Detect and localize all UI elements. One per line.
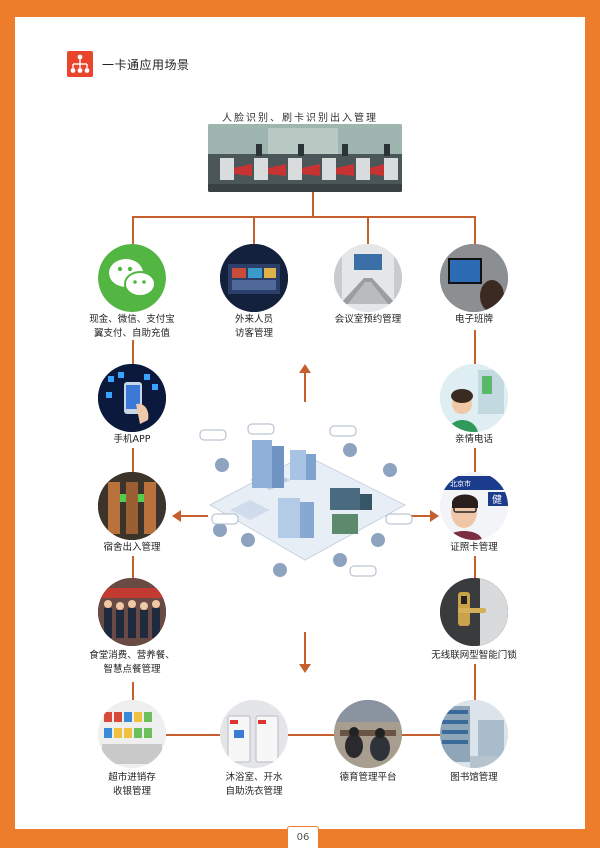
connector [474,664,476,702]
family-phone-photo [440,364,508,432]
arrow-down-line [304,632,306,666]
meeting-room-photo [334,244,402,312]
wechat-label-1: 现金、微信、支付宝 [89,314,175,325]
connector [132,448,134,474]
org-chart-icon [67,51,93,77]
arrow-right-icon [430,510,439,522]
gate-photo [208,124,402,192]
bath-laundry-photo [220,700,288,768]
connector [132,216,134,246]
supermarket-photo [98,700,166,768]
id-card-photo: 北京市 健 [440,472,508,540]
door-lock-photo [440,578,508,646]
gate-caption: 人脸识别、刷卡识别出入管理 [222,113,378,124]
arrow-left-line [180,515,208,517]
visitor-label-2: 访客管理 [234,328,273,339]
eboard-photo [440,244,508,312]
lock-label: 无线联网型智能门锁 [431,650,517,661]
connector [132,216,476,218]
eboard-label: 电子班牌 [454,314,493,325]
library-photo [440,700,508,768]
arrow-right-line [404,515,432,517]
arrow-up-line [304,372,306,402]
canteen-label-1: 食堂消费、营养餐、 [89,650,175,661]
connector [132,734,476,736]
bath-label-2: 自助洗衣管理 [225,786,283,797]
page-number: 06 [287,826,319,848]
door-lock-icon [440,578,508,646]
connector [474,556,476,580]
connector [367,216,369,246]
bath-label-1: 沐浴室、开水 [225,772,283,783]
dorm-label: 宿舍出入管理 [103,542,161,553]
connector [474,216,476,246]
section-title: 一卡通应用场景 [102,58,190,72]
connector [253,216,255,246]
arrow-up-icon [299,364,311,373]
connector [312,192,314,216]
phone-label: 亲情电话 [454,434,493,445]
moral-education-photo [334,700,402,768]
smart-campus-illustration [190,410,420,585]
meeting-label: 会议室预约管理 [334,314,402,325]
card-word: 健 [492,494,502,506]
mobile-app-photo [98,364,166,432]
canteen-label-2: 智慧点餐管理 [103,664,161,675]
arrow-down-icon [299,664,311,673]
connector [474,448,476,474]
connector [474,330,476,364]
dorm-photo [98,472,166,540]
connector [132,556,134,580]
library-label: 图书馆管理 [450,772,498,783]
wechat-label-2: 翼支付、自助充值 [93,328,170,339]
card-text: 北京市 [450,479,471,488]
connector [132,340,134,366]
market-label-2: 收银管理 [112,786,151,797]
market-label-1: 超市进销存 [108,772,156,783]
phone-app-icon [98,364,166,432]
arrow-left-icon [172,510,181,522]
connector [132,682,134,702]
idcard-label: 证照卡管理 [450,542,498,553]
visitor-photo [220,244,288,312]
visitor-label-1: 外来人员 [234,314,273,325]
moral-label: 德育管理平台 [339,772,397,783]
app-label: 手机APP [113,434,151,445]
wechat-icon [98,244,166,312]
canteen-photo [98,578,166,646]
wechat-pay-photo [98,244,166,312]
